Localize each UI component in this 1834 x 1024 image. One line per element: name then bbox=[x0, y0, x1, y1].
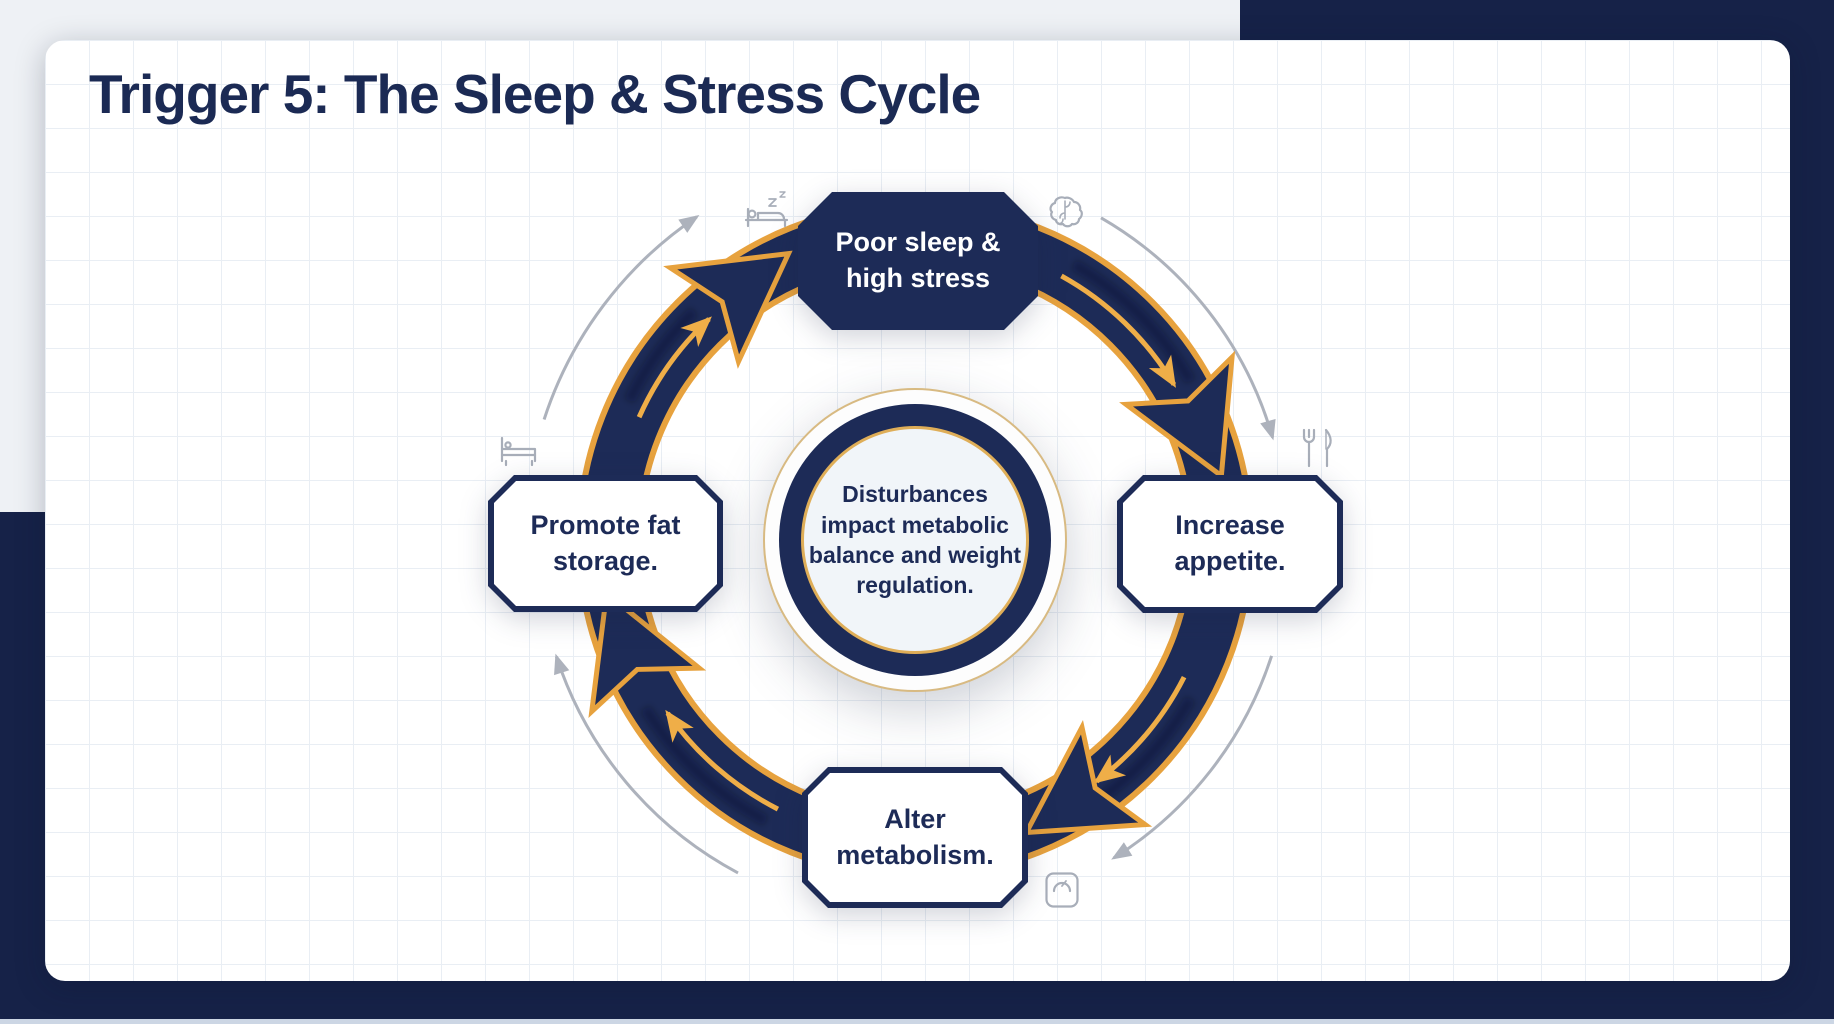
cycle-arrowhead-icon bbox=[663, 250, 793, 369]
slide-card: Trigger 5: The Sleep & Stress Cycle bbox=[45, 40, 1790, 981]
node-label: Increase appetite. bbox=[1174, 510, 1286, 576]
gold-arrowhead-icon bbox=[665, 709, 694, 743]
node-fill bbox=[494, 481, 717, 606]
node-fill bbox=[808, 773, 1022, 902]
gray-arrowhead-icon bbox=[554, 653, 570, 676]
gray-arc-top-left bbox=[542, 215, 698, 420]
node-promote-fat-storage: Promote fat storage. bbox=[488, 475, 723, 612]
bed-icon bbox=[500, 436, 537, 467]
node-label: Promote fat storage. bbox=[530, 509, 681, 576]
center-inner-disc: Disturbances impact metabolic balance an… bbox=[801, 426, 1029, 654]
node-shape bbox=[798, 192, 1038, 330]
node-label: Poor sleep & high stress bbox=[835, 227, 1001, 293]
gold-arrowheads bbox=[665, 316, 1176, 784]
brain-icon bbox=[1049, 196, 1083, 228]
center-navy-ring: Disturbances impact metabolic balance an… bbox=[779, 404, 1051, 676]
gray-guide-arrows bbox=[542, 215, 1275, 875]
center-text: Disturbances impact metabolic balance an… bbox=[808, 481, 1022, 599]
cycle-arrowhead-icon bbox=[588, 588, 707, 719]
gray-arc-bottom-right bbox=[1112, 655, 1274, 860]
gray-arrowheads bbox=[554, 215, 1276, 860]
gold-arrowhead-icon bbox=[1093, 754, 1127, 784]
gray-arrowhead-icon bbox=[1260, 418, 1276, 441]
center-outer-ring: Disturbances impact metabolic balance an… bbox=[763, 388, 1067, 692]
node-fill bbox=[1123, 481, 1337, 607]
cycle-arrowhead-icon bbox=[1022, 720, 1153, 836]
page-title: Trigger 5: The Sleep & Stress Cycle bbox=[89, 63, 981, 125]
weight-scale-icon bbox=[1045, 872, 1079, 908]
cycle-arrowhead-icon bbox=[1119, 350, 1236, 481]
gold-arrowhead-icon bbox=[1148, 354, 1176, 388]
sleeping-bed-icon bbox=[744, 191, 789, 228]
cutlery-icon bbox=[1302, 428, 1332, 468]
node-label: Alter metabolism. bbox=[836, 803, 994, 870]
gray-arrowhead-icon bbox=[678, 215, 700, 233]
gray-arc-top-right bbox=[1100, 216, 1275, 438]
node-alter-metabolism: Alter metabolism. bbox=[802, 767, 1028, 908]
cycle-center-circle: Disturbances impact metabolic balance an… bbox=[763, 388, 1067, 692]
gray-arrowhead-icon bbox=[1111, 842, 1133, 860]
node-poor-sleep-high-stress: Poor sleep & high stress bbox=[798, 192, 1038, 330]
cycle-arrowheads bbox=[588, 250, 1236, 836]
gray-arc-bottom-left bbox=[554, 656, 739, 875]
bottom-accent-strip bbox=[0, 1019, 1834, 1024]
node-increase-appetite: Increase appetite. bbox=[1117, 475, 1343, 613]
gold-arrowhead-icon bbox=[680, 316, 712, 348]
